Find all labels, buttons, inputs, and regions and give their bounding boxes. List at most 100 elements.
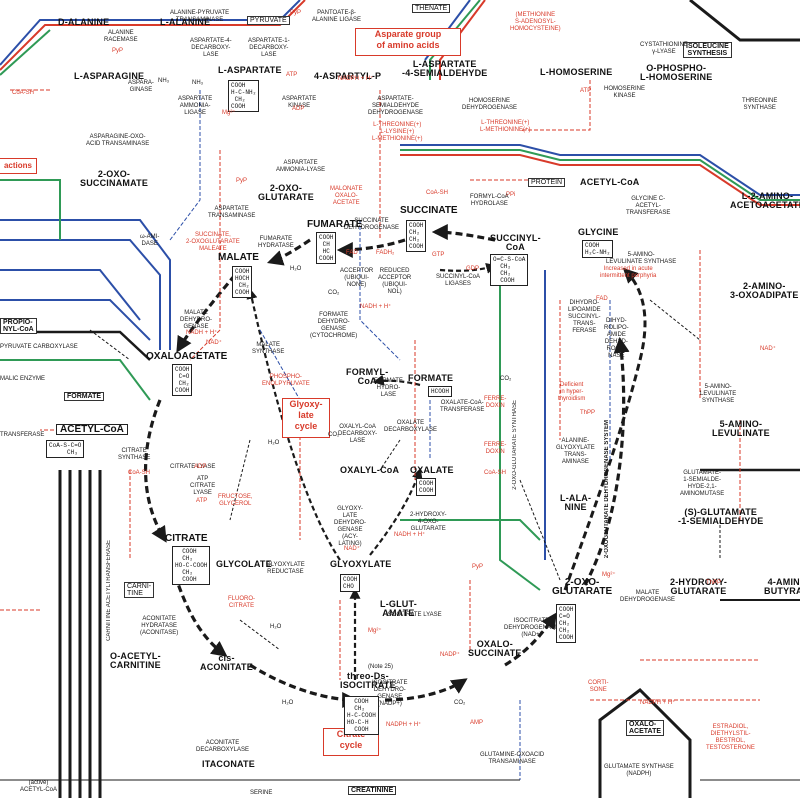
label-serine: SERINE: [250, 790, 273, 796]
label-threonine-lysine-methionine: L-THREONINE(+) L-LYSINE(+) L-METHIONINE(…: [372, 122, 423, 142]
metabolite-propionyl-coa: PROPIO- NYL-CoA: [0, 318, 37, 334]
cofactor-thpp-2: ThPP: [706, 580, 722, 586]
structure-oxalate: COOH COOH: [416, 478, 437, 496]
cofactor-nadh-2: NADH + H⁺: [360, 304, 392, 310]
enzyme-dihydrolipoamide-dh: DIHYD- ROLIPO- AMIDE DEHYD- ROGE- NASE: [604, 318, 629, 359]
label-amp: AMP: [470, 720, 484, 726]
cofactor-ppi-1: PPi: [506, 192, 516, 198]
metabolite-acetyl-carnitine: O-ACETYL- CARNITINE: [110, 651, 161, 670]
structure-oxoglutarate: COOH C=O CH₂ CH₂ COOH: [556, 604, 577, 643]
metabolite-succinyl-coa: SUCCINYL- CoA: [490, 233, 541, 252]
cofactor-h2o-4: H₂O: [282, 700, 294, 706]
label-reduced-acceptor: REDUCED ACCEPTOR (UBIQUI- NOL): [378, 268, 412, 295]
metabolite-l-alanine-mid: L-ALA- NINE: [560, 493, 592, 512]
enzyme-aconitate-hydratase: ACONITATE HYDRATASE (ACONITASE): [140, 616, 179, 636]
metabolite-oxaloacetate: OXALOACETATE: [146, 351, 228, 362]
enzyme-glyoxylate-reductase: GLYOXYLATE REDUCTASE: [266, 562, 305, 575]
cofactor-co2-1: CO₂: [328, 290, 340, 296]
cofactor-coa-sh-1: CoA-SH: [426, 190, 449, 196]
structure-glycine: COOH H₂C-NH₂: [582, 240, 614, 258]
cofactor-pyp-1: PyP: [112, 48, 124, 54]
label-phosphoenolpyruvate: PHOSPHO- ENOLPYRUVATE: [262, 374, 310, 387]
cofactor-pyp-4: PyP: [472, 564, 484, 570]
cofactor-h2o-2: H₂O: [268, 440, 280, 446]
metabolite-succinate: SUCCINATE: [400, 205, 458, 216]
metabolite-formate: FORMATE: [408, 373, 454, 383]
enzyme-alanine-pyruvate-transaminase: ALANINE-PYRUVATE TRANSAMINASE: [170, 10, 230, 23]
enzyme-malate-dh: MALATE DEHYDRO- GENASE: [180, 310, 213, 330]
label-cortisone: CORTI- SONE: [588, 680, 609, 693]
cofactor-gtp-1: GTP: [432, 252, 445, 258]
cofactor-mg-2: Mg²⁺: [368, 628, 382, 634]
panel-glyoxylate-cycle: Glyoxy- late cycle: [282, 398, 330, 438]
enzyme-glutamate-1-semialdehyde-aminomutase: GLUTAMATE- 1-SEMIALDE- HYDE-2,1- AMINOMU…: [680, 470, 725, 497]
cofactor-coa-sh-3: CoA-SH: [484, 470, 507, 476]
metabolite-l-homoserine: L-HOMOSERINE: [540, 67, 613, 77]
metabolite-itaconate: ITACONATE: [202, 759, 255, 769]
metabolite-hydroxyglutarate: 2-HYDROXY- GLUTARATE: [670, 577, 728, 596]
enzyme-atp-citrate-lyase: ATP CITRATE LYASE: [190, 476, 216, 496]
cofactor-co2-3: CO₂: [454, 700, 466, 706]
enzyme-glycine-c-acetyltransferase: GLYCINE C- ACETYL- TRANSFERASE: [626, 196, 671, 216]
structure-succinate: COOH CH₂ CH₂ COOH: [406, 220, 427, 252]
enzyme-oxalyl-coa-decarboxylase: OXALYL-CoA DECARBOXY- LASE: [338, 424, 378, 444]
panel-amino-acids: Asparate group of amino acids: [355, 28, 461, 56]
metabolite-protein: PROTEIN: [528, 178, 566, 187]
enzyme-glutamine-oxoacid-transaminase: GLUTAMINE-OXOACID TRANSAMINASE: [480, 752, 545, 765]
metabolite-l-aspartate-semialdehyde: L-ASPARTATE -4-SEMIALDEHYDE: [402, 59, 488, 78]
cofactor-coa-sh-4: CoA-SH: [12, 90, 35, 96]
metabolite-2-oxoglutarate: 2-OXO- GLUTARATE: [552, 577, 613, 597]
structure-formate: HCOOH: [428, 386, 453, 397]
metabolite-oxalyl-coa: OXALYL-CoA: [340, 465, 400, 475]
metabolite-formyl-coa: FORMYL- CoA: [346, 367, 389, 386]
cofactor-co2-2: CO₂: [500, 376, 512, 382]
cofactor-thpp-1: ThPP: [580, 410, 596, 416]
citrate-cycle-main-arrows: [143, 224, 630, 708]
regulation-lines: [0, 80, 760, 701]
label-transferase: TRANSFERASE: [0, 432, 45, 438]
structure-succinyl-coa: O=C-S-CoA CH₂ CH₂ COOH: [490, 254, 529, 286]
cofactor-fad-2: FAD: [596, 296, 608, 302]
cofactor-fadh2-1: FADH₂: [376, 250, 395, 256]
label-creatinine: CREATININE: [348, 786, 397, 795]
cofactor-coa-sh-2: CoA-SH: [128, 470, 151, 476]
label-malic-enzyme: MALIC ENZYME: [0, 376, 46, 382]
metabolite-citrate: CITRATE: [165, 533, 208, 544]
enzyme-oxalate-coa-transferase: OXALATE-CoA- TRANSFERASE: [440, 400, 485, 413]
label-ferredoxin-2: FERRE- DOXIN: [484, 442, 507, 455]
cofactor-nadh-3: NADH + H⁺: [186, 330, 218, 336]
arrow-malate-to-oxaloacetate: [176, 273, 237, 353]
cofactor-h2o-1: H₂O: [290, 266, 302, 272]
label-malonate: MALONATE OXALO- ACETATE: [330, 186, 363, 206]
enzyme-fumarate-hydratase: FUMARATE HYDRATASE: [258, 236, 294, 249]
structure-glyoxylate: COOH CHO: [340, 574, 361, 592]
cofactor-pyp-3: PyP: [236, 178, 248, 184]
enzyme-alanine-glyoxylate-transaminase: ALANINE- GLYOXYLATE TRANS- AMINASE: [556, 438, 595, 465]
cofactor-nad-2: NAD⁺: [344, 546, 360, 552]
metabolite-thenate: THENATE: [412, 4, 451, 13]
cofactor-atp-2: ATP: [580, 88, 592, 94]
enzyme-aconitate-decarboxylase: ACONITATE DECARBOXYLASE: [196, 740, 250, 753]
enzyme-dihydrolipoamide-succinyltransferase: DIHYDRO- LIPOAMIDE SUCCINYL- TRANS- FERA…: [568, 300, 601, 334]
label-hormone-inhibitors: ESTRADIOL, DIETHYLSTIL- BESTROL, TESTOST…: [706, 724, 755, 751]
panel-reactions: actions: [0, 158, 37, 174]
label-deficient-hyperthyroidism: Deficient in hyper- thyroidism: [558, 382, 586, 402]
metabolite-4-aspartyl-p: 4-ASPARTYL-P: [314, 71, 382, 81]
label-homoserine-regulators: L-THREONINE(+) L-METHIONINE(+): [480, 120, 531, 133]
enzyme-aspartate-1-decarboxylase: ASPARTATE-1- DECARBOXY- LASE: [248, 38, 290, 58]
enzyme-malate-dh-right: MALATE DEHYDROGENASE: [620, 590, 676, 603]
enzyme-pyruvate-carboxylase: PYRUVATE CARBOXYLASE: [0, 344, 78, 350]
metabolite-amino-levulinate: 5-AMINO- LEVULINATE: [712, 419, 770, 438]
metabolite-2-oxo-succinamate: 2-OXO- SUCCINAMATE: [80, 169, 149, 188]
metabolite-formate-left: FORMATE: [64, 392, 105, 401]
enzyme-aspartate-semialdehyde-dh: ASPARTATE- SEMIALDEHYDE DEHYDROGENASE: [368, 96, 424, 116]
cofactor-gdp-1: GDP: [466, 266, 480, 272]
enzyme-homoserine-kinase: HOMOSERINE KINASE: [604, 86, 646, 99]
metabolite-oxalosuccinate: OXALO- SUCCINATE: [468, 639, 522, 658]
metabolite-glycolate: GLYCOLATE: [216, 559, 272, 569]
metabolite-cis-aconitate: cis- ACONITATE: [200, 653, 253, 672]
metabolite-glycine: GLYCINE: [578, 227, 619, 237]
metabolite-oxalate: OXALATE: [410, 465, 454, 475]
